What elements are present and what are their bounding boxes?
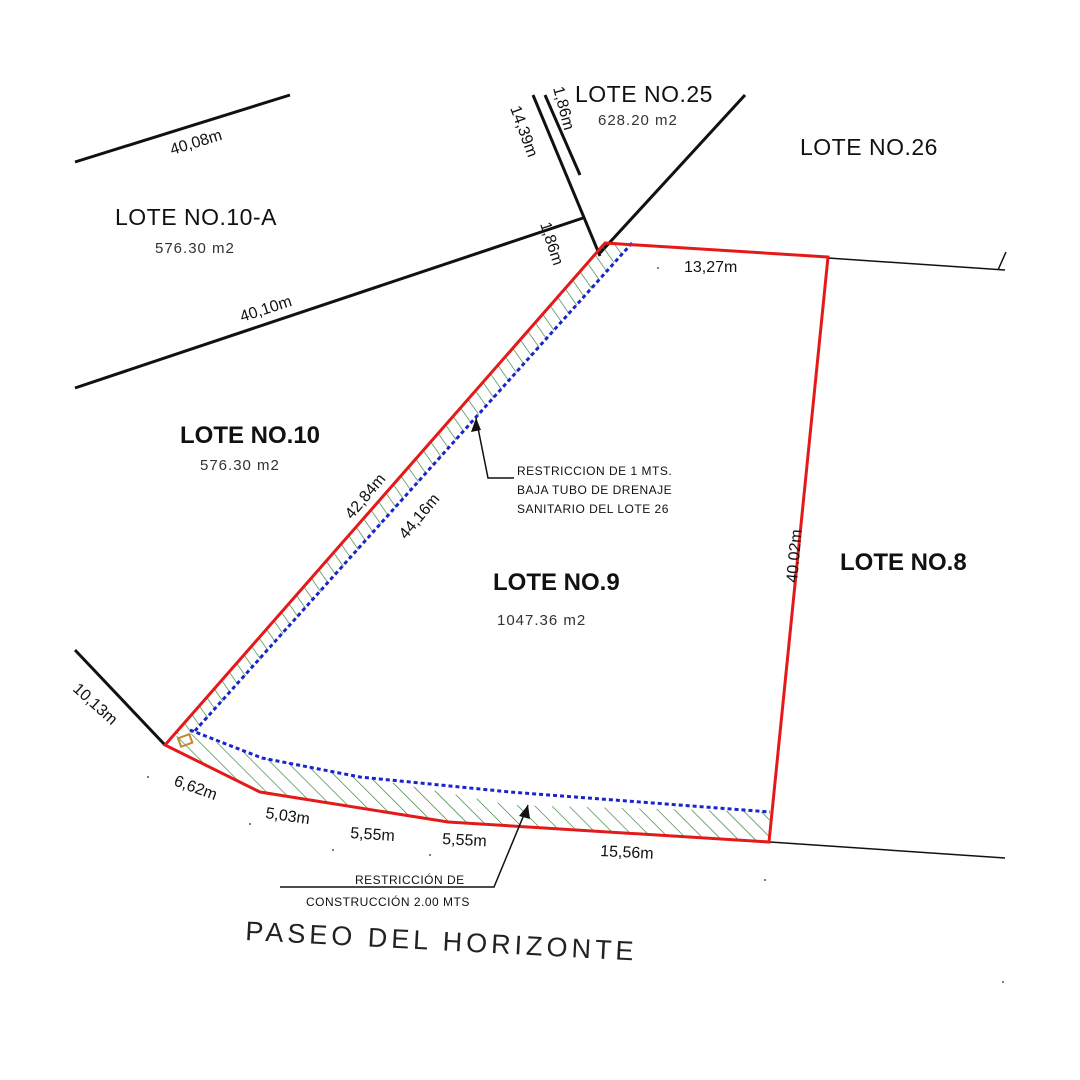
construction-restriction-area: [170, 730, 770, 842]
drainage-note: RESTRICCION DE 1 MTS. BAJA TUBO DE DRENA…: [517, 464, 672, 516]
dim-14-39: 14,39m: [506, 104, 540, 160]
construction-leader: [280, 804, 530, 888]
dim-5-55-a: 5,55m: [350, 825, 396, 845]
construction-note-line-1: RESTRICCIÓN DE: [355, 872, 465, 887]
boundary-8-street: [769, 841, 1006, 859]
lote-10-area: 576.30 m2: [200, 457, 280, 474]
drafting-dots: [147, 267, 1004, 983]
neighbor-boundaries: [73, 93, 1007, 859]
boundary-10-south: [73, 648, 167, 747]
boundary-25-26: [598, 93, 747, 255]
boundary-10a-north: [74, 93, 291, 164]
dim-5-55-b: 5,55m: [442, 831, 487, 850]
drainage-restriction-area: [176, 243, 632, 734]
construction-note: RESTRICCIÓN DE CONSTRUCCIÓN 2.00 MTS: [306, 872, 470, 909]
lote-10-name: LOTE NO.10: [180, 422, 320, 449]
construction-note-line-2: CONSTRUCCIÓN 2.00 MTS: [306, 894, 470, 909]
drainage-note-line-2: BAJA TUBO DE DRENAJE: [517, 483, 672, 497]
boundary-25-inner: [543, 94, 582, 176]
boundary-10-10a: [74, 216, 584, 390]
drainage-restriction-line: [191, 241, 634, 735]
boundary-26-8: [827, 257, 1006, 271]
construction-restriction-line: [189, 728, 771, 814]
drainage-leader: [471, 417, 514, 479]
dim-40-02: 40.02m: [784, 529, 806, 584]
dim-13-27: 13,27m: [684, 259, 737, 276]
lote-10a-area: 576.30 m2: [155, 240, 235, 257]
arrow-icon: [519, 805, 530, 819]
dim-6-62: 6,62m: [172, 773, 220, 804]
corner-marker: [176, 732, 194, 749]
drainage-note-line-1: RESTRICCION DE 1 MTS.: [517, 464, 672, 478]
lote-9-area: 1047.36 m2: [497, 612, 586, 629]
lote-8-name: LOTE NO.8: [840, 549, 967, 576]
boundary-corner-tick: [997, 251, 1007, 271]
boundary-10a-25: [531, 94, 602, 257]
lote-9-name: LOTE NO.9: [493, 569, 620, 596]
lote-10a-name: LOTE NO.10-A: [115, 204, 277, 230]
lote-26-name: LOTE NO.26: [800, 134, 938, 160]
drainage-note-line-3: SANITARIO DEL LOTE 26: [517, 502, 669, 516]
dim-10-13: 10,13m: [69, 680, 120, 728]
dim-15-56: 15,56m: [600, 843, 654, 863]
dim-5-03: 5,03m: [264, 805, 310, 828]
arrow-icon: [471, 418, 481, 432]
lote-25-area: 628.20 m2: [598, 112, 678, 129]
street-name: PASEO DEL HORIZONTE: [245, 916, 639, 967]
dim-1-86-top: 1,86m: [549, 85, 577, 132]
lote-25-name: LOTE NO.25: [575, 81, 713, 107]
lote-9-boundary[interactable]: [162, 241, 830, 844]
dim-1-86: 1,86m: [536, 220, 566, 268]
dim-40-10: 40,10m: [238, 293, 294, 326]
